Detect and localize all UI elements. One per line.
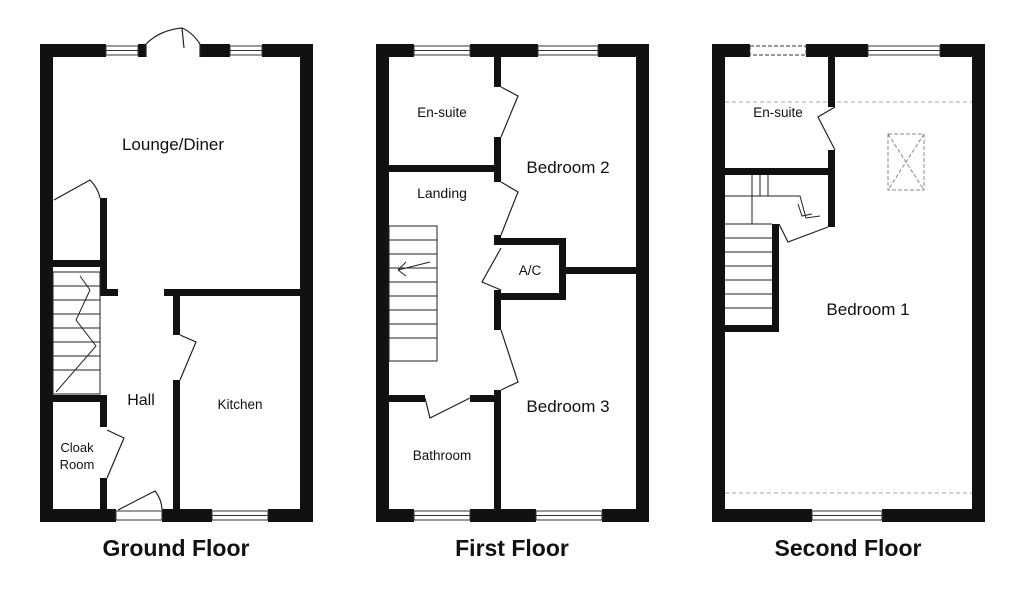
first-wall-central-bottom	[494, 390, 501, 510]
first-bedroom3-door	[500, 329, 519, 391]
ground-room-lounge-diner: Lounge/Diner	[122, 135, 224, 154]
second-wall-top-left	[712, 44, 750, 57]
ground-wall-cupboard-bottom	[53, 260, 103, 267]
ground-room-cloak-line1: Cloak	[60, 440, 94, 455]
second-wall-top-right	[940, 44, 985, 57]
first-ensuite-door	[500, 86, 519, 138]
ground-room-hall: Hall	[127, 392, 155, 409]
second-floor-title: Second Floor	[775, 535, 922, 561]
first-bathroom-door	[424, 397, 471, 419]
second-room-ensuite: En-suite	[753, 105, 803, 120]
second-wall-right	[972, 44, 985, 522]
first-wall-top-mid	[470, 44, 538, 57]
ground-wall-bottom-right	[268, 509, 313, 522]
first-wall-bottom-mid	[470, 509, 536, 522]
ground-wall-kitchen-hall-top	[173, 289, 180, 335]
first-wall-ensuite-bottom	[389, 165, 499, 172]
first-room-bedroom2: Bedroom 2	[526, 158, 609, 177]
first-floor-plan: En-suite Bedroom 2 Landing A/C Bedroom 3…	[376, 44, 649, 522]
first-ac-door	[481, 247, 502, 291]
second-skylight	[887, 133, 925, 191]
ground-wall-cloak-top	[53, 395, 107, 402]
second-wall-left	[712, 44, 725, 522]
second-cupboard-door	[778, 223, 829, 243]
second-wall-bottom-right	[882, 509, 985, 522]
first-room-bedroom3: Bedroom 3	[526, 397, 609, 416]
first-wall-ac-bottom	[494, 293, 566, 300]
second-window-ensuite	[749, 45, 807, 56]
ground-wall-top-mid2	[200, 44, 230, 57]
first-floor-title: First Floor	[455, 535, 569, 561]
ground-wall-left	[40, 44, 53, 522]
first-wall-bottom-right	[602, 509, 649, 522]
ground-wall-right	[300, 44, 313, 522]
first-room-bathroom: Bathroom	[413, 448, 472, 463]
first-wall-central-lower	[494, 290, 501, 330]
second-wall-top-mid	[806, 44, 868, 57]
first-wall-central-mid	[494, 137, 501, 182]
first-bedroom2-door	[500, 181, 519, 236]
first-room-ac: A/C	[519, 263, 542, 278]
second-wall-bottom-left	[712, 509, 812, 522]
second-wall-cupboard-right	[828, 175, 835, 227]
ground-wall-hall-stub	[100, 289, 118, 296]
first-wall-top-right	[598, 44, 649, 57]
first-wall-left	[376, 44, 389, 522]
second-ensuite-door	[817, 106, 836, 151]
first-wall-central-top	[494, 57, 501, 87]
ground-floor-plan: Lounge/Diner Hall Kitchen Cloak Room	[40, 27, 313, 522]
first-wall-bottom-left	[376, 509, 414, 522]
ground-kitchen-door	[179, 334, 197, 381]
ground-room-cloak-line2: Room	[60, 457, 95, 472]
first-wall-bathroom-top-right	[470, 395, 498, 402]
ground-front-door-threshold	[115, 510, 163, 521]
first-room-ensuite: En-suite	[417, 105, 467, 120]
ground-wall-cupboard-right	[100, 198, 107, 294]
first-wall-bed2-bed3	[559, 267, 639, 274]
second-room-bedroom1: Bedroom 1	[826, 300, 909, 319]
ground-wall-bottom-mid	[162, 509, 212, 522]
second-staircase	[725, 175, 821, 309]
ground-wall-top-right	[262, 44, 313, 57]
ground-cloak-door	[106, 429, 125, 479]
ground-wall-bottom-left	[40, 509, 116, 522]
first-room-landing: Landing	[417, 185, 467, 201]
ground-french-doors	[145, 27, 201, 57]
first-staircase	[388, 225, 438, 362]
second-wall-ensuite-right-bottom	[828, 150, 835, 175]
second-wall-ensuite-right-top	[828, 57, 835, 107]
second-wall-ensuite-bottom	[725, 168, 835, 175]
ground-wall-cloak-right-top	[100, 395, 107, 427]
second-floor-plan: En-suite Bedroom 1	[712, 44, 985, 522]
ground-front-door	[117, 490, 163, 511]
first-wall-ac-top	[494, 238, 566, 245]
ground-floor-title: Ground Floor	[103, 535, 250, 561]
second-wall-stair-bottom	[725, 325, 779, 332]
ground-wall-lounge-kitchen	[164, 289, 304, 296]
first-wall-bathroom-top-left	[389, 395, 425, 402]
ground-wall-kitchen-hall-bottom	[173, 380, 180, 510]
first-wall-top-left	[376, 44, 414, 57]
ground-wall-top-left	[40, 44, 106, 57]
ground-staircase	[52, 271, 101, 395]
ground-cupboard-door	[53, 179, 101, 201]
second-wall-stair-right	[772, 224, 779, 332]
ground-wall-cloak-right-bottom	[100, 478, 107, 510]
first-wall-right	[636, 44, 649, 522]
ground-room-kitchen: Kitchen	[217, 397, 262, 412]
ground-wall-top-mid	[138, 44, 146, 57]
